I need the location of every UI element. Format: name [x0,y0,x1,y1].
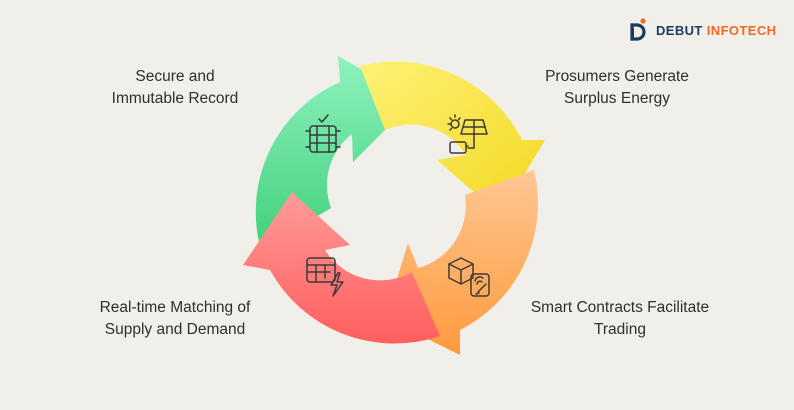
step-label-line2: Trading [594,321,646,338]
step-label-generate-energy: Prosumers Generate Surplus Energy [512,66,722,110]
step-label-line1: Secure and [135,68,215,85]
step-label-line1: Real-time Matching of [99,299,251,316]
step-label-secure-record: Secure and Immutable Record [70,66,280,110]
energy-grid-icon [306,257,344,297]
solar-battery-icon [447,114,488,154]
brand-name-part2: INFOTECH [706,22,777,38]
step-label-line2: Immutable Record [111,90,239,107]
step-label-smart-contracts: Smart Contracts Facilitate Trading [500,297,740,341]
brand-name-part1: DEBUT [656,22,703,38]
step-label-line1: Prosumers Generate [545,68,689,85]
step-label-line2: Surplus Energy [564,90,670,107]
step-label-line2: Supply and Demand [104,321,246,338]
debut-logo-icon [630,18,646,41]
cycle-segment-realtime-matching [243,192,440,344]
contract-package-icon [448,257,490,297]
step-label-line1: Smart Contracts Facilitate [530,299,710,316]
blockchain-database-icon [305,114,341,153]
step-label-realtime-matching: Real-time Matching of Supply and Demand [60,297,290,341]
cycle-segment-generate-energy [360,61,545,216]
